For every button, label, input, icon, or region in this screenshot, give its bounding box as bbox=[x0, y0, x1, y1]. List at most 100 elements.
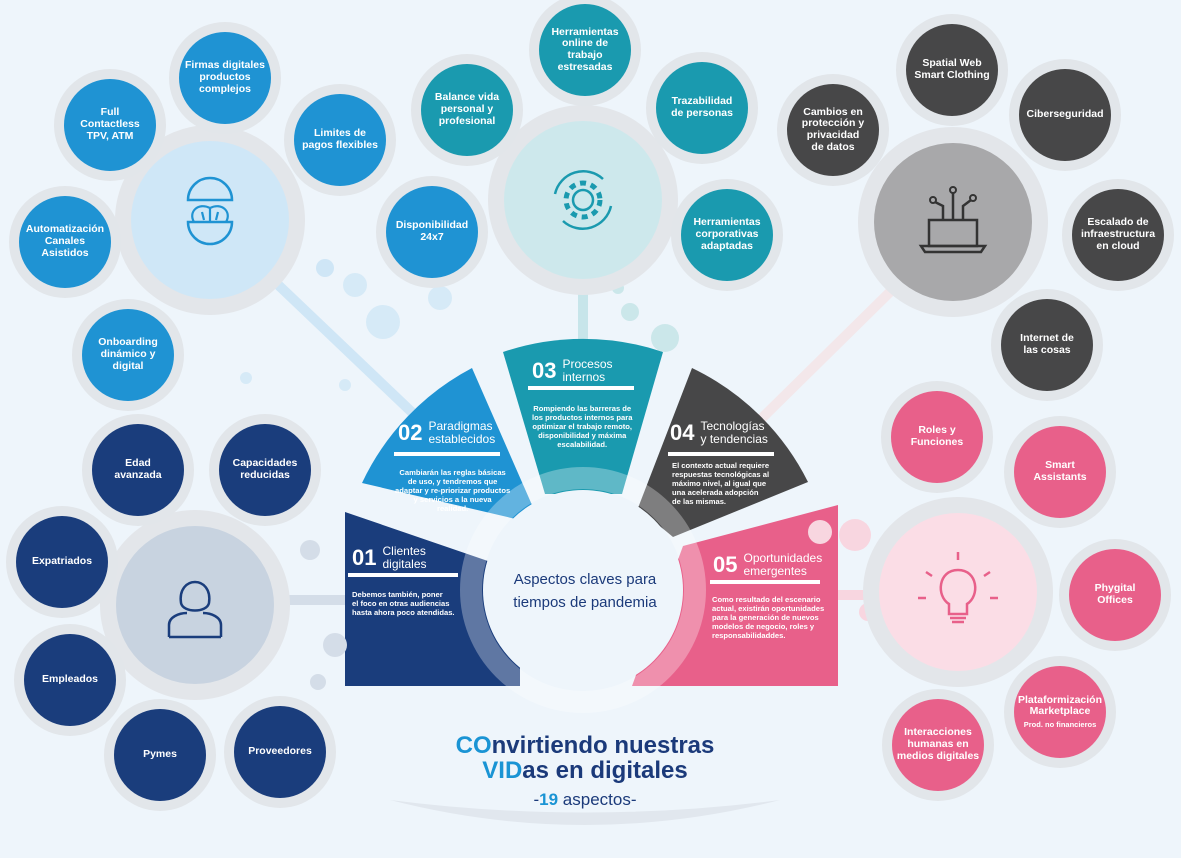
decorative-dot bbox=[621, 303, 639, 321]
hub-inner bbox=[874, 143, 1032, 301]
aspect-bubble-oportunidades[interactable]: Interacciones humanas en medios digitale… bbox=[882, 689, 994, 801]
main-title: COnvirtiendo nuestras VIDas en digitales bbox=[455, 732, 715, 785]
aspect-circle: Onboarding dinámico y digital bbox=[82, 309, 174, 401]
aspect-label: Empleados bbox=[41, 673, 99, 686]
segment-number: 03 bbox=[532, 358, 557, 383]
segment-label: Procesos internos bbox=[562, 357, 613, 384]
aspect-bubble-clientes[interactable]: Proveedores bbox=[224, 696, 336, 808]
aspect-circle: Proveedores bbox=[234, 706, 326, 798]
aspect-bubble-tecnologias[interactable]: Escalado de infraestructura en cloud bbox=[1062, 179, 1174, 291]
aspect-bubble-clientes[interactable]: Capacidades reducidas bbox=[209, 414, 321, 526]
aspect-label: Firmas digitales productos complejos bbox=[185, 59, 265, 95]
aspect-circle: Pymes bbox=[114, 709, 206, 801]
aspect-label: Smart Assistants bbox=[1033, 459, 1087, 483]
hub-inner bbox=[504, 121, 662, 279]
segment-03-procesos[interactable] bbox=[503, 338, 663, 494]
aspect-bubble-clientes[interactable]: Empleados bbox=[14, 624, 126, 736]
segment-divider bbox=[710, 580, 820, 584]
decorative-dot bbox=[300, 540, 320, 560]
decorative-dot bbox=[366, 305, 400, 339]
aspect-bubble-procesos[interactable]: Herramientas corporativas adaptadas bbox=[671, 179, 783, 291]
aspect-circle: Escalado de infraestructura en cloud bbox=[1072, 189, 1164, 281]
aspect-label: Ciberseguridad bbox=[1026, 108, 1104, 121]
segment-05-oportunidades[interactable] bbox=[632, 505, 838, 686]
gear-refresh-icon bbox=[553, 170, 613, 230]
decorative-dot bbox=[343, 273, 367, 297]
aspect-circle: Limites de pagos flexibles bbox=[294, 94, 386, 186]
segment-02-paradigmas[interactable] bbox=[362, 368, 532, 520]
aspect-bubble-paradigmas[interactable]: Full Contactless TPV, ATM bbox=[54, 69, 166, 181]
decorative-dot bbox=[428, 286, 452, 310]
decorative-dot bbox=[839, 519, 871, 551]
center-text: Aspectos claves para tiempos de pandemia bbox=[513, 571, 657, 612]
aspect-bubble-tecnologias[interactable]: Cambios en protección y privacidad de da… bbox=[777, 74, 889, 186]
aspect-bubble-paradigmas[interactable]: Firmas digitales productos complejos bbox=[169, 22, 281, 134]
aspect-bubble-paradigmas[interactable]: Limites de pagos flexibles bbox=[284, 84, 396, 196]
aspect-bubble-paradigmas[interactable]: Disponibilidad 24x7 bbox=[376, 176, 488, 288]
decorative-dot bbox=[316, 259, 334, 277]
aspect-label: Roles y Funciones bbox=[910, 424, 964, 448]
hub-tecnologias bbox=[858, 127, 1048, 317]
aspect-bubble-clientes[interactable]: Pymes bbox=[104, 699, 216, 811]
aspect-label: Full Contactless TPV, ATM bbox=[80, 106, 140, 142]
gear-ring bbox=[460, 467, 706, 713]
aspect-bubble-tecnologias[interactable]: Internet de las cosas bbox=[991, 289, 1103, 401]
aspect-label: Capacidades reducidas bbox=[232, 457, 298, 481]
aspect-bubble-tecnologias[interactable]: Ciberseguridad bbox=[1009, 59, 1121, 171]
aspect-label: Internet de las cosas bbox=[1020, 332, 1074, 356]
aspect-bubble-procesos[interactable]: Balance vida personal y profesional bbox=[411, 54, 523, 166]
segment-description: Debemos también, poner el foco en otras … bbox=[352, 590, 455, 618]
aspect-bubble-oportunidades[interactable]: Phygital Offices bbox=[1059, 539, 1171, 651]
aspect-bubble-procesos[interactable]: Trazabilidad de personas bbox=[646, 52, 758, 164]
aspect-bubble-oportunidades[interactable]: Roles y Funciones bbox=[881, 381, 993, 493]
segment-number: 04 bbox=[670, 420, 695, 445]
aspect-label: Edad avanzada bbox=[114, 457, 162, 481]
aspect-label: Balance vida personal y profesional bbox=[434, 91, 500, 127]
laptop-circuit-icon bbox=[918, 186, 988, 254]
aspect-label: Interacciones humanas en medios digitale… bbox=[896, 726, 980, 762]
aspect-label: Automatización Canales Asistidos bbox=[25, 223, 105, 259]
brain-icon bbox=[186, 176, 234, 246]
hub-clientes bbox=[100, 510, 290, 700]
aspect-bubble-procesos[interactable]: Herramientas online de trabajo estresada… bbox=[529, 0, 641, 106]
aspect-bubble-tecnologias[interactable]: Spatial Web Smart Clothing bbox=[896, 14, 1008, 126]
lightbulb-icon bbox=[918, 552, 998, 624]
segment-01-clientes[interactable] bbox=[345, 512, 520, 686]
aspect-label: Proveedores bbox=[248, 745, 312, 758]
aspect-bubble-oportunidades[interactable]: Smart Assistants bbox=[1004, 416, 1116, 528]
segment-description: Como resultado del escenario actual, exi… bbox=[712, 595, 825, 641]
aspect-label: Phygital Offices bbox=[1094, 582, 1136, 606]
aspect-bubble-clientes[interactable]: Expatriados bbox=[6, 506, 118, 618]
aspect-circle: Trazabilidad de personas bbox=[656, 62, 748, 154]
segment-label: Paradigmas establecidos bbox=[428, 419, 496, 446]
subtitle: -19 aspectos- bbox=[533, 790, 637, 809]
title-shadow bbox=[390, 800, 780, 825]
aspect-circle: Capacidades reducidas bbox=[219, 424, 311, 516]
aspect-label: Pymes bbox=[143, 748, 177, 761]
person-icon bbox=[167, 580, 223, 639]
aspect-circle: Edad avanzada bbox=[92, 424, 184, 516]
aspect-circle: Disponibilidad 24x7 bbox=[386, 186, 478, 278]
aspect-circle: Empleados bbox=[24, 634, 116, 726]
aspect-bubble-paradigmas[interactable]: Onboarding dinámico y digital bbox=[72, 299, 184, 411]
aspect-circle: Balance vida personal y profesional bbox=[421, 64, 513, 156]
aspect-circle: Ciberseguridad bbox=[1019, 69, 1111, 161]
aspect-label: Disponibilidad 24x7 bbox=[395, 219, 469, 243]
aspect-circle: Interacciones humanas en medios digitale… bbox=[892, 699, 984, 791]
aspect-circle: Expatriados bbox=[16, 516, 108, 608]
segment-number: 02 bbox=[398, 420, 423, 445]
hub-inner bbox=[116, 526, 274, 684]
decorative-dot bbox=[240, 372, 252, 384]
hub-inner bbox=[131, 141, 289, 299]
aspect-bubble-paradigmas[interactable]: Automatización Canales Asistidos bbox=[9, 186, 121, 298]
decorative-dot bbox=[310, 674, 326, 690]
segment-number: 01 bbox=[352, 545, 377, 570]
aspect-bubble-clientes[interactable]: Edad avanzada bbox=[82, 414, 194, 526]
segment-description: El contexto actual requiere respuestas t… bbox=[672, 461, 770, 507]
